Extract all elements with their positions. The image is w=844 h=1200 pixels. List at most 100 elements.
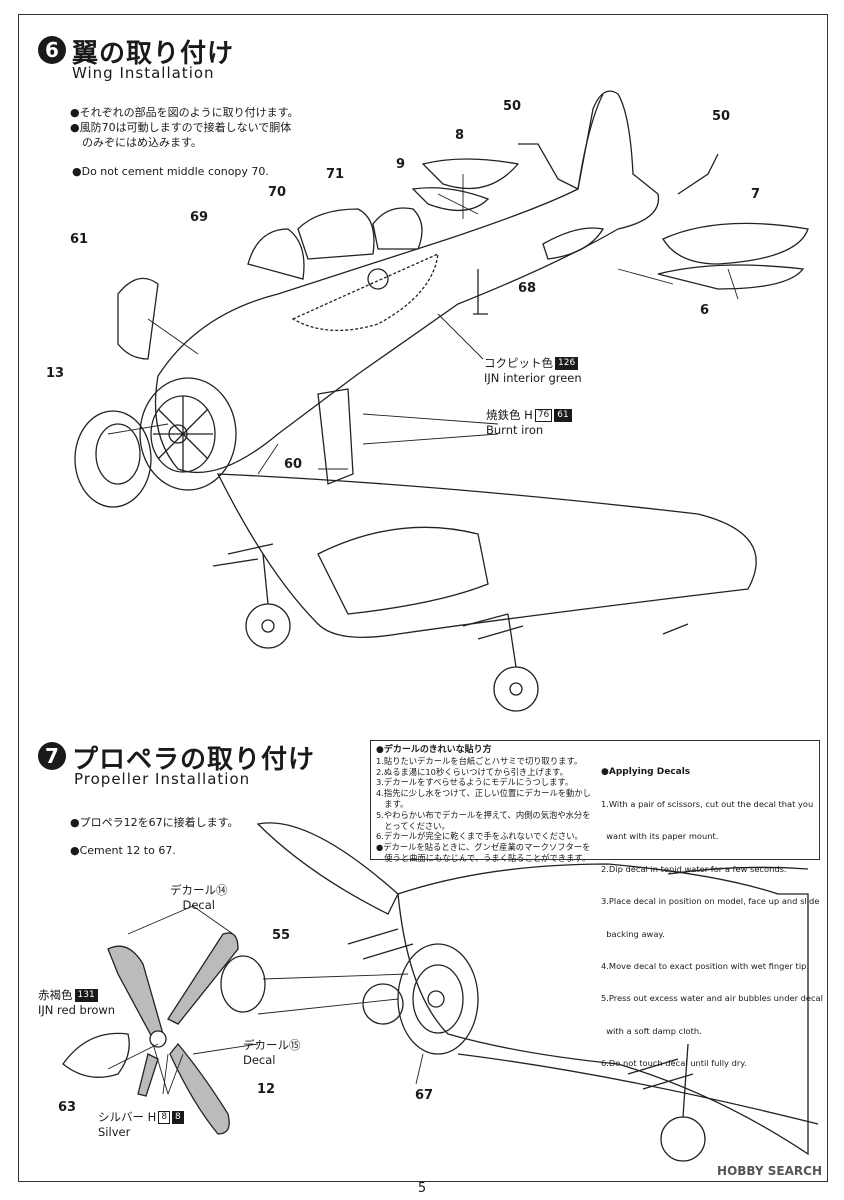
burnt-iron-code-light: 76 <box>534 409 553 422</box>
decal-en-line: backing away. <box>601 928 665 939</box>
decal-14-label: デカール⑭ Decal <box>170 883 228 913</box>
decal-15-label: デカール⑮ Decal <box>243 1038 301 1068</box>
pilot-figure <box>367 268 389 290</box>
part-12-label: 12 <box>257 1082 276 1097</box>
part-9 <box>411 187 490 212</box>
gear-door-60 <box>317 388 354 485</box>
decal-14-jp: デカール⑭ <box>170 883 228 897</box>
decal-15-jp: デカール⑮ <box>243 1038 301 1052</box>
decal-jp-line: 2.ぬるま湯に10秒くらいつけてから引き上げます。 <box>376 766 568 777</box>
red-brown-code: 131 <box>74 989 98 1002</box>
part-7-label: 7 <box>751 187 761 202</box>
tail-fin <box>577 93 604 190</box>
part-50b-label: 50 <box>712 109 731 124</box>
part-68-label: 68 <box>518 281 537 296</box>
decal-en-line: with a soft damp cloth. <box>601 1025 702 1036</box>
main-wheel-left <box>245 603 291 649</box>
decal-jp-line: 6.デカールが完全に乾くまで手をふれないでください。 <box>376 831 583 842</box>
cowl-front-13 <box>74 410 152 508</box>
part-63-label: 63 <box>58 1100 77 1115</box>
decal-en-line: 5.Press out excess water and air bubbles… <box>601 993 823 1004</box>
gear-strut-right <box>507 613 517 668</box>
plane7-wheel-left <box>362 983 404 1025</box>
plane7-cowling <box>397 943 479 1055</box>
cockpit-opening <box>291 252 439 332</box>
fuselage-outline <box>154 90 660 473</box>
step-7-badge: 7 <box>38 742 66 770</box>
silver-code-light: 8 <box>158 1111 171 1124</box>
decal-instructions-box: ●デカールのきれいな貼り方 1.貼りたいデカールを台紙ごとハサミで切り取ります。… <box>370 740 823 1068</box>
decal-jp-line: ます。 <box>376 798 409 809</box>
gear-strut-left <box>262 553 269 605</box>
cockpit-color-en: IJN interior green <box>484 371 582 385</box>
decal-instructions-en: ●Applying Decals 1.With a pair of scisso… <box>601 745 823 1091</box>
part-71-label: 71 <box>326 167 345 182</box>
part-50a <box>518 143 579 190</box>
decal-jp-line: 4.指先に少し水をつけて、正しい位置にデカールを動かし <box>376 788 591 799</box>
part-61-label: 61 <box>70 232 89 247</box>
step-7-note-en: ●Cement 12 to 67. <box>70 844 176 857</box>
part-50a-label: 50 <box>503 99 522 114</box>
lower-wing <box>216 473 757 638</box>
step-6-note-jp-1: ●それぞれの部品を図のように取り付けます。 <box>70 106 299 119</box>
part-68 <box>473 269 488 315</box>
canopy-70 <box>297 208 375 260</box>
step-6-note-en: ●Do not cement middle conopy 70. <box>72 165 269 178</box>
plane7-strut-right <box>682 1043 689 1118</box>
plane7-wing <box>256 822 399 915</box>
canopy-69 <box>247 228 305 280</box>
burnt-iron-code-dark: 61 <box>554 409 572 422</box>
decal-en-line: 3.Place decal in position on model, face… <box>601 896 820 907</box>
plane7-right-wing <box>457 1053 819 1125</box>
part-50b <box>677 153 719 195</box>
decal-jp-line: 使うと曲面にもなじんで、うまく貼ることができます。 <box>376 852 591 863</box>
main-wheel-right-hub <box>509 682 523 696</box>
canopy-71 <box>372 207 423 250</box>
decal-en-line: 1.With a pair of scissors, cut out the d… <box>601 798 814 809</box>
decal-jp-line: 5.やわらかい布でデカールを押えて、内側の気泡や水分を <box>376 809 591 820</box>
plane7-hub <box>427 990 445 1008</box>
part-60-label: 60 <box>284 457 303 472</box>
guns-right <box>462 613 689 640</box>
main-wheel-right <box>493 666 539 712</box>
decal-jp-line: とってください。 <box>376 820 450 831</box>
prop-blade-4 <box>137 1053 159 1097</box>
panel-61 <box>117 277 159 360</box>
wing-center <box>317 526 489 615</box>
plane7-canopy <box>667 866 809 875</box>
step-6-title-en: Wing Installation <box>72 64 215 82</box>
main-wheel-left-hub <box>261 619 275 633</box>
part-7 <box>662 222 809 265</box>
decal-jp-heading: ●デカールのきれいな貼り方 <box>376 745 492 755</box>
decal-jp-line: 3.デカールをすべらせるようにモデルにうつします。 <box>376 777 574 788</box>
silver-jp: シルバー H <box>98 1110 157 1124</box>
leader-lines-6 <box>107 174 739 475</box>
step-6-title-jp: 翼の取り付け <box>72 39 235 69</box>
red-brown-en: IJN red brown <box>38 1003 116 1017</box>
decal-jp-line: 1.貼りたいデカールを台紙ごとハサミで切り取ります。 <box>376 755 583 766</box>
assembly-drawing <box>62 90 819 1162</box>
part-6-label: 6 <box>700 303 710 318</box>
part-8 <box>421 158 520 190</box>
spinner-63 <box>62 1032 130 1078</box>
part-6 <box>657 264 805 290</box>
leaders-7 <box>107 905 424 1095</box>
plane7-fuselage <box>397 863 809 1156</box>
step-6-note-jp-2: ●風防70は可動しますので接着しないで胴体 <box>70 121 292 134</box>
step-7-title-jp: プロペラの取り付け <box>72 745 316 775</box>
step-7-note-jp: ●プロペラ12を67に接着します。 <box>70 816 239 829</box>
decal-en-line: 6.Do not touch decal until fully dry. <box>601 1058 747 1069</box>
plane7-wheel-right <box>660 1116 706 1162</box>
cowling-ring <box>139 377 237 491</box>
silver-en: Silver <box>98 1125 131 1139</box>
page-number: 5 <box>417 1181 427 1196</box>
part-8-label: 8 <box>455 128 465 143</box>
red-brown-jp: 赤褐色 <box>38 988 73 1002</box>
silver-code-dark: 8 <box>172 1111 184 1124</box>
part-55-label: 55 <box>272 928 291 943</box>
prop-blade-2 <box>167 932 239 1025</box>
step-6-note-jp-3: のみぞにはめ込みます。 <box>82 136 202 149</box>
